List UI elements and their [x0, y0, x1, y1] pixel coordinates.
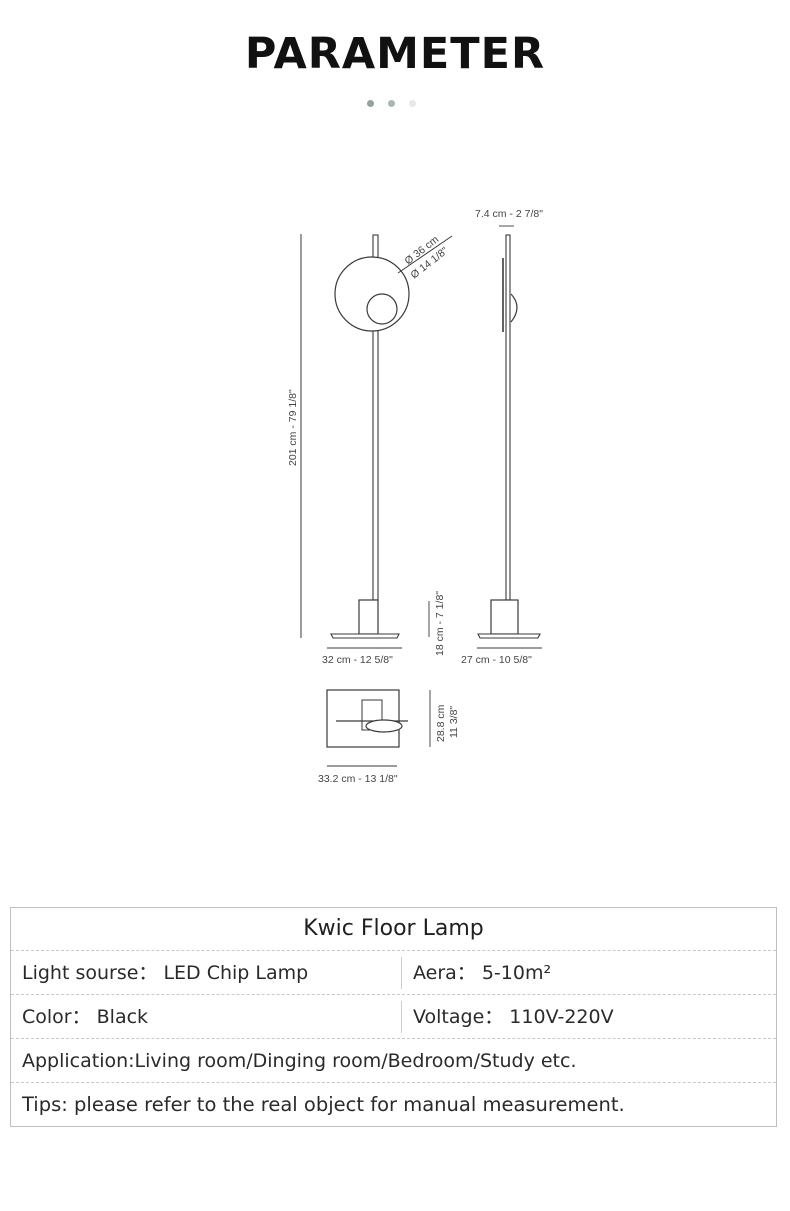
side-bulb — [510, 293, 518, 323]
voltage-cell: Voltage： 110V-220V — [413, 1006, 614, 1028]
spec-row: Light sourse： LED Chip Lamp Aera： 5-10m² — [11, 950, 776, 994]
side-base-block — [490, 599, 519, 635]
spec-row: Application:Living room/Dinging room/Bed… — [11, 1038, 776, 1082]
front-base-plate — [330, 633, 400, 639]
color-cell: Color： Black — [22, 1006, 149, 1028]
side-thickness-label: 7.4 cm - 2 7/8" — [475, 208, 543, 220]
top-view — [326, 689, 431, 767]
light-source-cell: Light sourse： LED Chip Lamp — [22, 962, 309, 984]
spec-row: Color： Black Voltage： 110V-220V — [11, 994, 776, 1038]
side-base-plate — [477, 633, 541, 639]
side-base-width-label: 27 cm - 10 5/8" — [461, 654, 532, 666]
spec-row: Tips: please refer to the real object fo… — [11, 1082, 776, 1126]
tips-cell: Tips: please refer to the real object fo… — [22, 1093, 625, 1116]
top-bulb — [365, 719, 403, 733]
application-cell: Application:Living room/Dinging room/Bed… — [22, 1050, 577, 1072]
front-view — [300, 234, 453, 649]
front-base-block — [358, 599, 379, 635]
front-base-width-label: 32 cm - 12 5/8" — [322, 654, 393, 666]
lamp-dimension-drawing: 201 cm - 79 1/8" Ø 36 cm Ø 14 1/8" 7.4 c… — [287, 208, 543, 785]
shade-diameter-leader — [397, 235, 453, 274]
spec-row-title: Kwic Floor Lamp — [11, 908, 776, 950]
carousel-dot[interactable] — [388, 100, 395, 107]
top-depth-cm-label: 28.8 cm — [435, 704, 447, 742]
block-height-label: 18 cm - 7 1/8" — [434, 591, 446, 656]
side-pole — [505, 234, 511, 601]
carousel-dot[interactable] — [409, 100, 416, 107]
spec-table: Kwic Floor Lamp Light sourse： LED Chip L… — [10, 907, 777, 1127]
cell-divider — [401, 1001, 402, 1033]
page-title: PARAMETER — [244, 29, 546, 79]
cell-divider — [401, 957, 402, 989]
area-cell: Aera： 5-10m² — [413, 962, 552, 984]
front-bulb — [366, 293, 398, 325]
product-name: Kwic Floor Lamp — [303, 916, 484, 941]
height-label: 201 cm - 79 1/8" — [287, 389, 299, 466]
side-view — [477, 225, 542, 649]
top-depth-in-label: 11 3/8" — [448, 706, 460, 738]
top-width-label: 33.2 cm - 13 1/8" — [318, 773, 398, 785]
carousel-dot[interactable] — [367, 100, 374, 107]
